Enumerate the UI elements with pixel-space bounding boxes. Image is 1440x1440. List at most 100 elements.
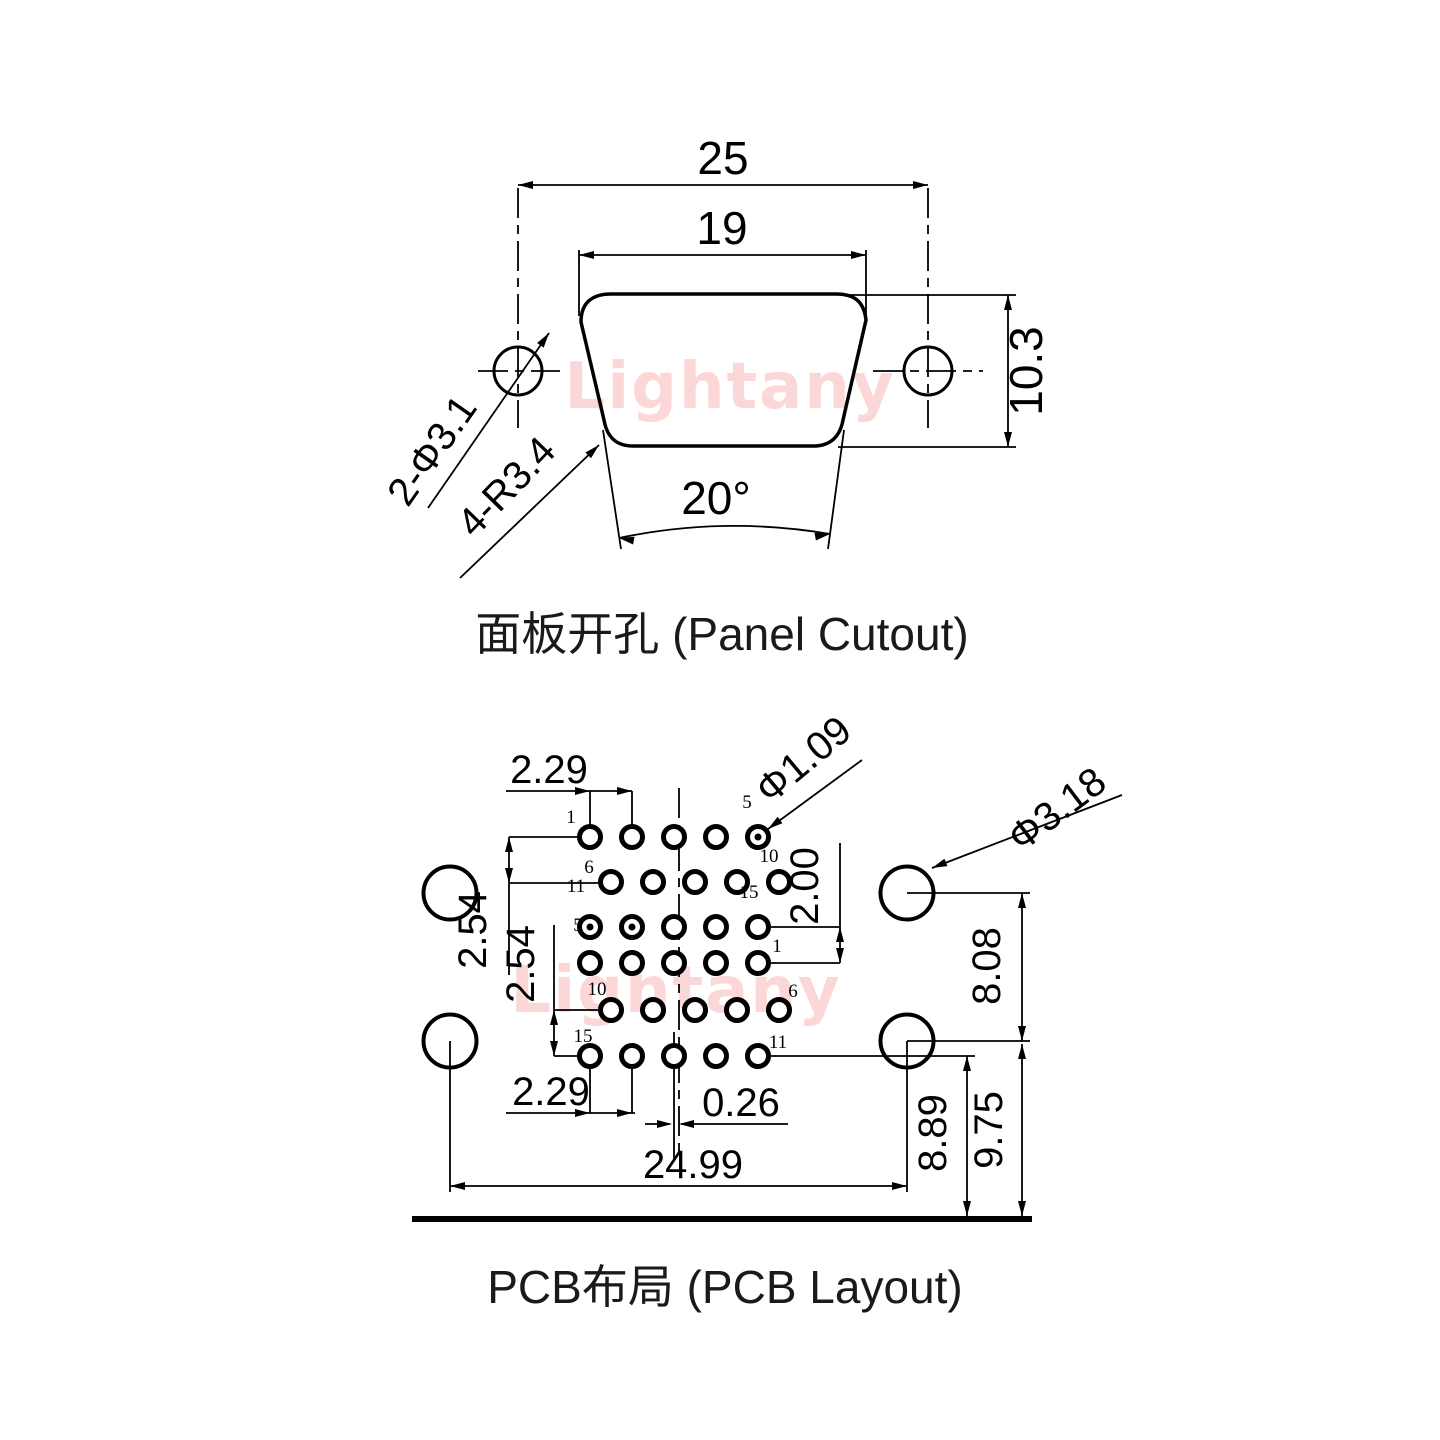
dim-row-pitch-upper: 2.54 xyxy=(451,837,513,975)
dim-254-lower-text: 2.54 xyxy=(499,925,543,1003)
arrowhead xyxy=(814,532,830,541)
dim-229-top-text: 2.29 xyxy=(510,748,588,792)
leader-line xyxy=(427,332,550,509)
pin-hole xyxy=(577,950,603,976)
arrowhead xyxy=(585,445,599,459)
dim-254-upper-text: 2.54 xyxy=(451,891,495,969)
pin-hole xyxy=(745,914,771,940)
pin-hole xyxy=(640,869,666,895)
pin-hole xyxy=(766,869,792,895)
arrowhead xyxy=(1018,1026,1026,1041)
pin-hole xyxy=(703,950,729,976)
pin-hole xyxy=(682,869,708,895)
arrowhead xyxy=(617,787,632,795)
dim-connector-gap: 2.00 xyxy=(783,843,844,963)
dim-19-lines xyxy=(578,250,867,316)
dim-row-to-edge: 8.89 xyxy=(911,1056,971,1216)
pin-center-dot xyxy=(628,923,636,931)
dim-inner-width: 19 xyxy=(578,202,867,316)
pin-hole xyxy=(661,914,687,940)
label-pin-hole-dia-text: Φ1.09 xyxy=(747,708,859,812)
dim-draft-angle: 20° xyxy=(602,429,845,550)
leader-line xyxy=(931,794,1123,869)
pin-hole xyxy=(661,1043,687,1069)
pin-label: 1 xyxy=(566,807,576,828)
pin-hole xyxy=(724,869,750,895)
label-corner-radius-text: 4-R3.4 xyxy=(449,429,564,546)
angle-arc xyxy=(618,525,831,539)
arrowhead xyxy=(892,1182,907,1190)
pin-number-labels: 1 5 6 10 11 15 5 1 10 6 15 11 xyxy=(566,792,798,1053)
arrowhead xyxy=(768,816,783,829)
arrowhead xyxy=(836,948,844,963)
pin-label: 6 xyxy=(788,981,798,1002)
dim-lines xyxy=(506,790,633,826)
arrowhead xyxy=(657,1120,672,1128)
pcb-layout-drawing: Lightany xyxy=(412,708,1123,1313)
pin-label: 11 xyxy=(567,876,585,897)
pin-hole xyxy=(703,1043,729,1069)
arrowhead xyxy=(851,251,866,259)
watermark-top: Lightany xyxy=(564,350,895,424)
arrowhead xyxy=(575,787,590,795)
dim-25-text: 25 xyxy=(697,132,748,184)
pin-row-6 xyxy=(577,1043,771,1069)
arrowhead xyxy=(450,1182,465,1190)
pin-hole xyxy=(598,869,624,895)
arrowhead xyxy=(1004,295,1012,310)
dim-height: 10.3 xyxy=(838,294,1052,448)
dim-229-bottom-text: 2.29 xyxy=(512,1070,590,1114)
pin-label: 15 xyxy=(574,1026,593,1047)
angle-extension-lines xyxy=(602,429,845,550)
pin-center-dot xyxy=(754,833,762,841)
arrowhead xyxy=(1018,1201,1026,1216)
pin-label: 15 xyxy=(740,882,759,903)
pin-hole xyxy=(724,997,750,1023)
dim-lines xyxy=(506,1068,635,1114)
panel-hole-centerlines xyxy=(478,188,983,428)
pin-label: 11 xyxy=(769,1032,787,1053)
dim-026-text: 0.26 xyxy=(702,1081,780,1125)
dim-pin-pitch-bottom: 2.29 xyxy=(506,1068,635,1117)
pin-label: 10 xyxy=(588,979,607,1000)
dsub-cutout-outline xyxy=(579,292,868,448)
arrowhead xyxy=(505,868,513,883)
arrowhead xyxy=(913,181,928,189)
dim-mount-span-vertical: 8.08 xyxy=(965,893,1026,1041)
panel-cutout-title: 面板开孔 (Panel Cutout) xyxy=(475,608,968,660)
dim-outer-width: 25 xyxy=(518,132,928,189)
arrowhead xyxy=(537,333,549,348)
leader-line xyxy=(767,759,863,830)
pin-hole xyxy=(598,997,624,1023)
dim-103-text: 10.3 xyxy=(1000,326,1052,416)
dim-angle-text: 20° xyxy=(681,472,751,524)
pin-label: 6 xyxy=(584,857,594,878)
arrowhead xyxy=(1018,893,1026,908)
arrowhead xyxy=(932,858,948,868)
arrowhead xyxy=(550,1041,558,1056)
pin-hole xyxy=(619,1043,645,1069)
arrowhead xyxy=(1018,1044,1026,1059)
pin-hole xyxy=(577,824,603,850)
label-mount-hole-dia-text: Φ3.18 xyxy=(1000,759,1114,860)
arrowhead xyxy=(963,1201,971,1216)
pin-hole xyxy=(703,824,729,850)
panel-cutout-drawing: Lightany 25 19 10.3 xyxy=(379,132,1052,660)
dim-889-text: 8.89 xyxy=(911,1094,955,1172)
dim-mount-span-horizontal: 24.99 xyxy=(450,1143,907,1190)
pin-hole xyxy=(745,950,771,976)
pin-hole xyxy=(661,950,687,976)
arrowhead xyxy=(679,1120,694,1128)
leader-line xyxy=(459,444,600,579)
pin-row-2 xyxy=(598,869,792,895)
pin-center-dot xyxy=(586,923,594,931)
pin-row-4 xyxy=(577,950,771,976)
arrowhead xyxy=(963,1056,971,1071)
dim-103-lines xyxy=(838,294,1016,448)
pin-row-1 xyxy=(577,824,771,850)
label-corner-radius: 4-R3.4 xyxy=(449,429,600,579)
pin-label: 1 xyxy=(772,936,782,957)
arrowhead xyxy=(1004,432,1012,447)
